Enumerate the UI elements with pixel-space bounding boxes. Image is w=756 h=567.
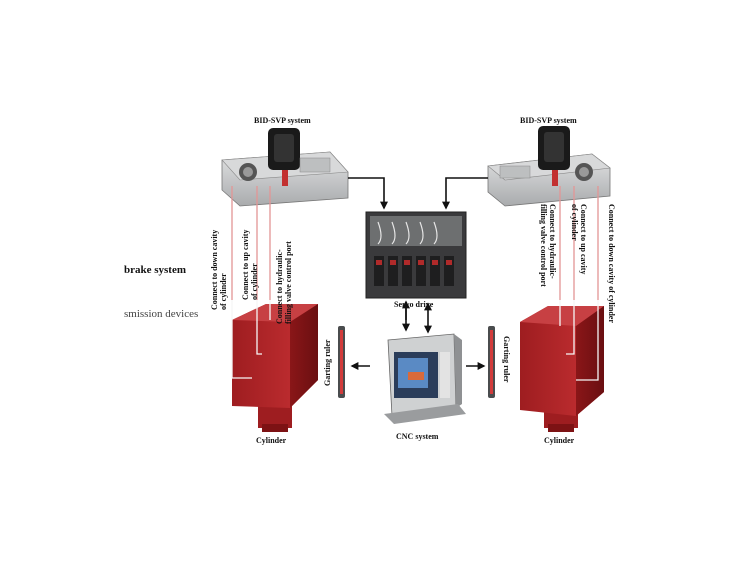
connection-label-right-up-cavity: Connect to up cavity of cylinder <box>570 204 588 275</box>
hose-lines-left <box>231 186 271 379</box>
bid-svp-unit-right <box>487 126 611 207</box>
cylinder-label-right: Cylinder <box>544 436 575 445</box>
cnc-system-label: CNC system <box>396 432 439 441</box>
garting-ruler-label-left: Garting ruler <box>323 339 332 386</box>
garting-ruler-right <box>488 326 495 398</box>
brake-system-label: brake system <box>124 264 187 276</box>
servo-drive-cabinet <box>365 211 467 299</box>
connection-label-left-down-cavity: Connect to down cavity of cylinder <box>210 229 228 310</box>
cylinder-label-left: Cylinder <box>256 436 287 445</box>
cnc-controller <box>384 333 466 424</box>
bid-svp-label-left: BID-SVP system <box>254 116 311 125</box>
cylinder-left <box>232 304 318 432</box>
hose-lines-right <box>559 186 599 381</box>
bid-svp-unit-left <box>221 128 349 207</box>
cylinder-right <box>520 306 604 432</box>
connection-label-left-valve-port: Connect to hydraulic- filling valve cont… <box>275 241 293 324</box>
connection-label-left-up-cavity: Connect to up cavity of cylinder <box>241 229 259 300</box>
servo-drive-label: Servo drive <box>394 300 434 309</box>
connection-label-right-down-cavity: Connect to down cavity of cylinder <box>607 204 616 323</box>
transmission-devices-label: smission devices <box>124 308 199 320</box>
connection-arrows <box>348 177 488 370</box>
garting-ruler-label-right: Garting ruler <box>502 336 511 383</box>
bid-svp-label-right: BID-SVP system <box>520 116 577 125</box>
connection-label-right-valve-port: Connect to hydraulic- filling valve cont… <box>539 204 557 287</box>
garting-ruler-left <box>338 326 345 398</box>
